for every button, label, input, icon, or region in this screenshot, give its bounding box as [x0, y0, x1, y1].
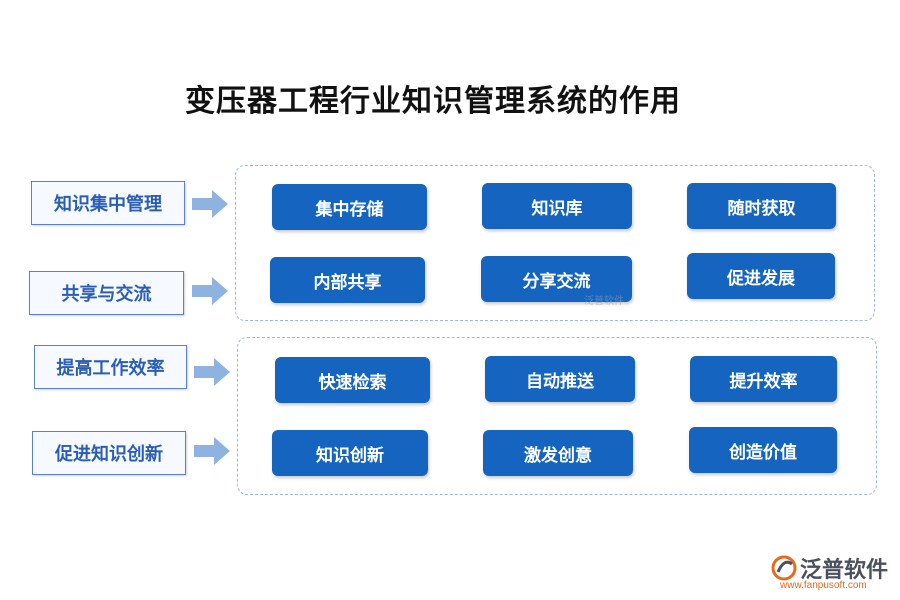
logo-name: 泛普软件	[800, 558, 889, 583]
item-knowledge-innovation: 知识创新	[272, 430, 428, 476]
item-promote-development: 促进发展	[687, 253, 835, 299]
item-centralized-storage: 集中存储	[272, 184, 427, 230]
item-fast-search: 快速检索	[275, 357, 430, 403]
brand-logo: 泛普软件 www.fanpusoft.com	[770, 552, 896, 596]
item-improve-efficiency: 提升效率	[690, 356, 837, 402]
item-internal-sharing: 内部共享	[270, 257, 425, 303]
category-label-knowledge-management: 知识集中管理	[31, 181, 185, 225]
fanpu-logo-icon	[771, 555, 797, 581]
item-auto-push: 自动推送	[485, 356, 635, 402]
panel-top	[235, 165, 875, 321]
category-label-innovation: 促进知识创新	[32, 431, 186, 475]
item-create-value: 创造价值	[689, 427, 837, 473]
item-inspire-creativity: 激发创意	[483, 430, 633, 476]
arrow-right-icon	[194, 358, 230, 386]
logo-url: www.fanpusoft.com	[780, 580, 867, 591]
category-label-sharing: 共享与交流	[29, 271, 184, 315]
panel-bottom	[237, 337, 877, 495]
arrow-right-icon	[192, 190, 228, 218]
watermark-text: 泛普软件	[584, 296, 624, 307]
arrow-right-icon	[194, 437, 230, 465]
item-anytime-access: 随时获取	[687, 183, 836, 229]
item-share-exchange: 分享交流	[481, 256, 632, 302]
item-knowledge-base: 知识库	[482, 183, 632, 229]
category-label-efficiency: 提高工作效率	[34, 345, 187, 389]
diagram-title: 变压器工程行业知识管理系统的作用	[185, 84, 681, 119]
arrow-right-icon	[192, 277, 228, 305]
